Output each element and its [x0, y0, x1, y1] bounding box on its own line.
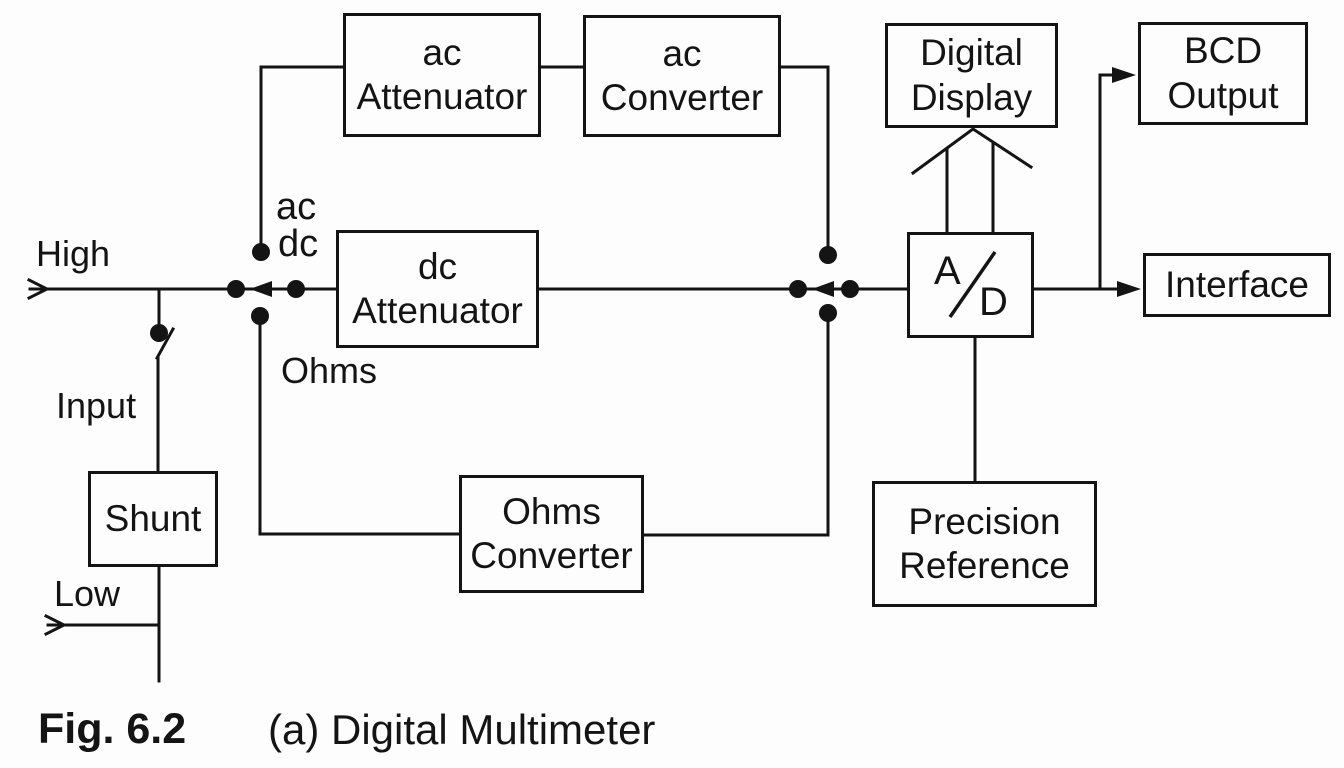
block-label: BCD	[1183, 30, 1263, 72]
junction-dot-left-ac	[252, 243, 270, 261]
wire-ac-converter-to-junction	[779, 65, 830, 257]
input-label: Input	[56, 385, 137, 426]
selector-ohms-label: Ohms	[281, 350, 378, 391]
block-label: Display	[910, 76, 1033, 118]
bcd-arrowhead-icon	[1112, 67, 1136, 83]
wire-ohms-converter-to-junction	[642, 311, 830, 537]
block-label: Interface	[1165, 263, 1309, 305]
junction-dots	[150, 243, 859, 342]
junction-dot-right-ohms	[819, 304, 837, 322]
block-label: Precision	[908, 500, 1061, 542]
low-terminal-label: Low	[54, 573, 121, 614]
block-precision-reference: Precision Reference	[872, 481, 1097, 607]
wire-branch-to-bcd-output	[1098, 73, 1116, 291]
block-interface: Interface	[1143, 253, 1331, 317]
block-label: ac	[422, 31, 462, 73]
block-dc-attenuator: dc Attenuator	[336, 230, 539, 348]
block-ad-converter: A D	[907, 232, 1034, 338]
block-label: Attenuator	[352, 290, 523, 331]
switch-blade	[154, 326, 176, 361]
selector-dc-label: dc	[278, 223, 319, 265]
high-terminal-label: High	[36, 233, 111, 274]
selector-arrow-left-icon	[250, 281, 272, 297]
ad-digital-letter: D	[979, 280, 1008, 324]
block-label: Digital	[920, 32, 1023, 74]
block-label: Reference	[899, 545, 1070, 586]
ad-slash-icon	[948, 251, 997, 318]
block-label: ac	[662, 32, 702, 74]
junction-dot-right-ac	[819, 246, 837, 264]
block-label: Ohms	[502, 490, 601, 532]
interface-arrowhead-icon	[1117, 281, 1141, 297]
display-bus-arrowhead-left	[910, 126, 976, 176]
block-label: Output	[1167, 74, 1279, 116]
low-input-arrow-icon	[43, 613, 68, 637]
block-label: Attenuator	[356, 76, 528, 117]
figure-title: (a) Digital Multimeter	[268, 706, 656, 753]
high-input-arrow-icon	[26, 277, 51, 301]
figure-number: Fig. 6.2	[38, 705, 187, 753]
block-ac-attenuator: ac Attenuator	[343, 13, 541, 137]
arrowheads	[250, 67, 1141, 297]
junction-dot-left-ohms	[251, 307, 269, 325]
block-label: Converter	[600, 77, 764, 118]
block-ac-converter: ac Converter	[583, 15, 781, 137]
wire-selector-to-ohms-converter	[258, 314, 461, 536]
selector-ac-label: ac	[276, 186, 317, 228]
switch-pivot-dot	[150, 324, 168, 342]
block-digital-display: Digital Display	[885, 23, 1058, 128]
block-shunt: Shunt	[88, 471, 218, 567]
block-label: dc	[417, 245, 458, 287]
selector-arrow-right-icon	[812, 281, 834, 297]
junction-dot-left-main-a	[227, 280, 245, 298]
block-label: Converter	[470, 535, 633, 576]
block-label: Shunt	[104, 497, 202, 539]
ad-analog-letter: A	[934, 249, 961, 293]
junction-dot-left-main-b	[287, 280, 305, 298]
display-bus-arrowhead-right	[970, 126, 1034, 170]
block-ohms-converter: Ohms Converter	[459, 475, 644, 593]
wire-selector-to-ac-attenuator	[259, 65, 345, 254]
block-bcd-output: BCD Output	[1138, 22, 1308, 125]
junction-dot-right-main-a	[789, 280, 807, 298]
junction-dot-right-main-b	[841, 280, 859, 298]
